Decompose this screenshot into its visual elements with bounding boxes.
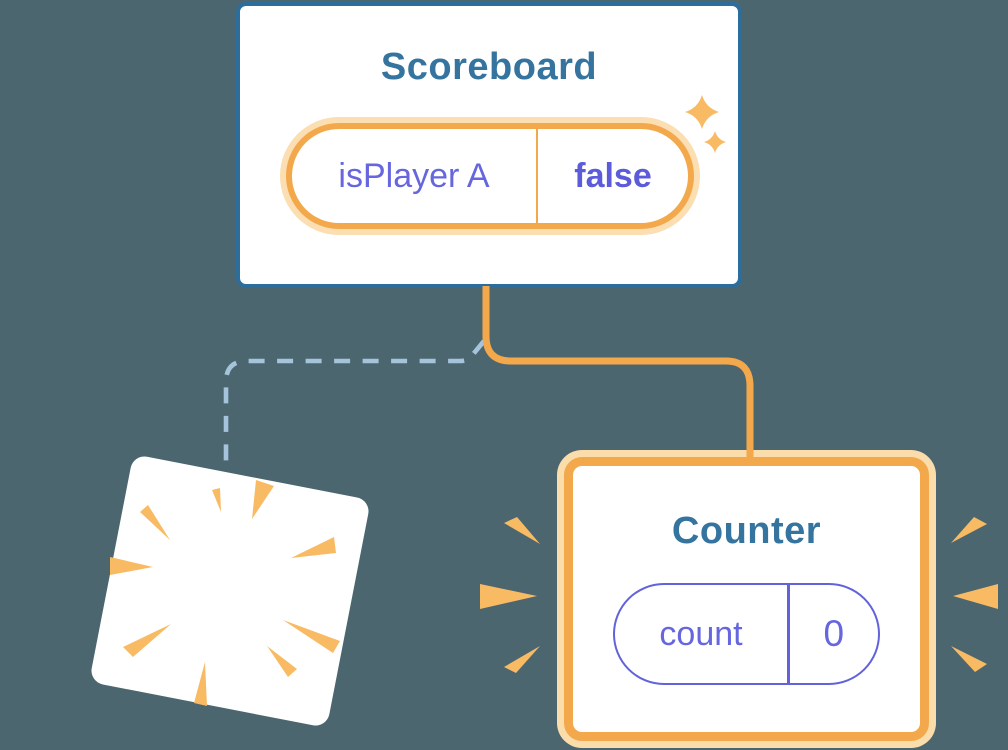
state-key-label: count (659, 614, 743, 653)
counter-title: Counter (671, 510, 822, 552)
pill-divider (536, 129, 538, 223)
blank-card (91, 456, 369, 726)
tree-connector-line (482, 286, 754, 464)
destroyed-component-card (91, 456, 369, 726)
pill-divider (787, 585, 790, 683)
scoreboard-state-pill: isPlayer A false (286, 123, 694, 229)
removed-branch-dashed-line (223, 339, 486, 462)
poof-burst-icon (110, 480, 340, 706)
state-value-label: false (574, 156, 652, 195)
emphasis-rays-right-icon (951, 517, 998, 672)
state-key-label: isPlayer A (338, 156, 490, 195)
counter-state-pill: count 0 (613, 583, 880, 685)
emphasis-rays-left-icon (480, 517, 540, 673)
state-value-label: 0 (823, 613, 845, 654)
scoreboard-title: Scoreboard (380, 46, 598, 88)
scoreboard-component-card: Scoreboard isPlayer A false (236, 2, 742, 288)
counter-component-card: Counter count 0 (564, 457, 929, 741)
